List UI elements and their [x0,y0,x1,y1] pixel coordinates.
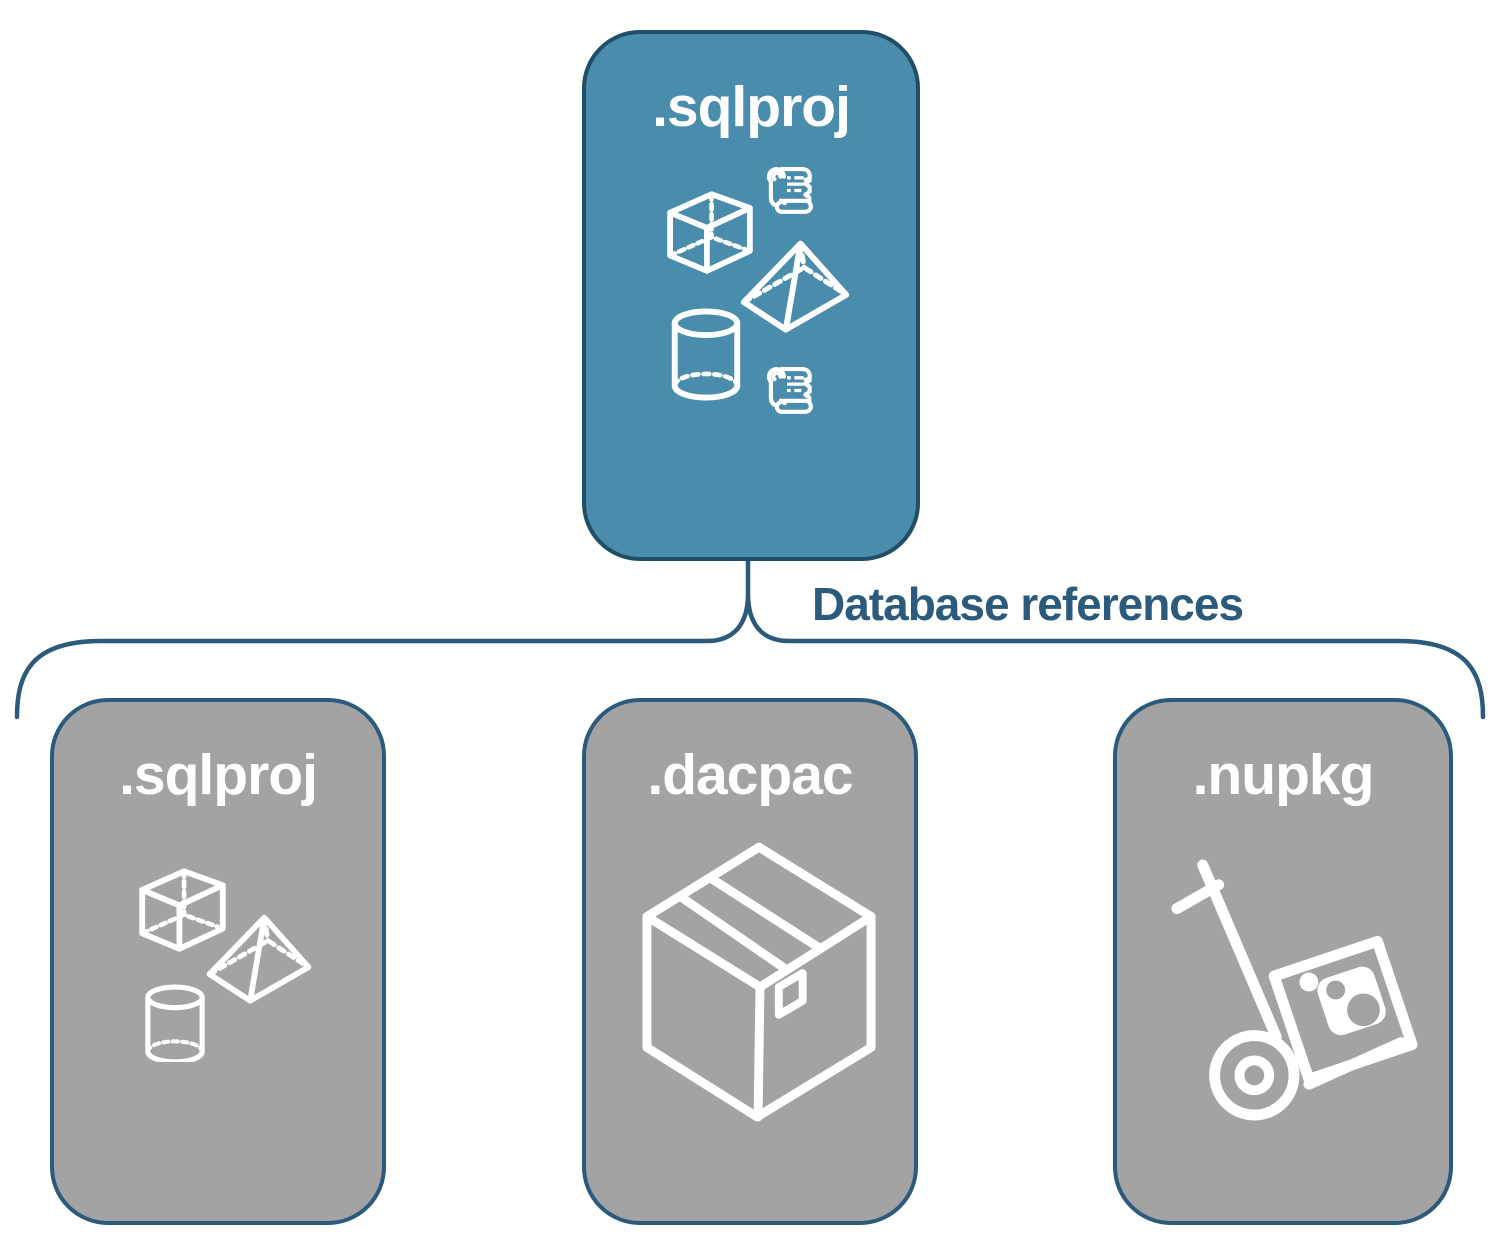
child-node-dacpac: .dacpac [582,698,918,1225]
nuget-hand-truck-icon [1177,865,1412,1115]
child-node-nupkg: .nupkg [1113,698,1453,1225]
scroll-icon [769,169,811,212]
cylinder-icon [148,987,202,1062]
connector-label: Database references [812,578,1244,630]
root-node-label: .sqlproj [652,75,851,139]
cube-icon [142,871,223,949]
cube-icon [670,194,750,271]
package-box-icon [647,847,871,1117]
scroll-icon [769,369,811,412]
sql-objects-icon-cluster [136,862,313,1062]
nuget-hand-truck-icon [1167,857,1425,1121]
sql-objects-icon-cluster [664,160,854,420]
child-node-sqlproj: .sqlproj [50,698,386,1225]
brace-path [14,561,1486,720]
child-node-label: .sqlproj [119,743,318,807]
root-node-sqlproj: .sqlproj [582,30,920,561]
cylinder-icon [675,311,737,397]
child-node-label: .nupkg [1192,743,1375,807]
package-box-icon [642,842,880,1130]
pyramid-icon [744,244,846,330]
child-node-label: .dacpac [647,743,853,807]
